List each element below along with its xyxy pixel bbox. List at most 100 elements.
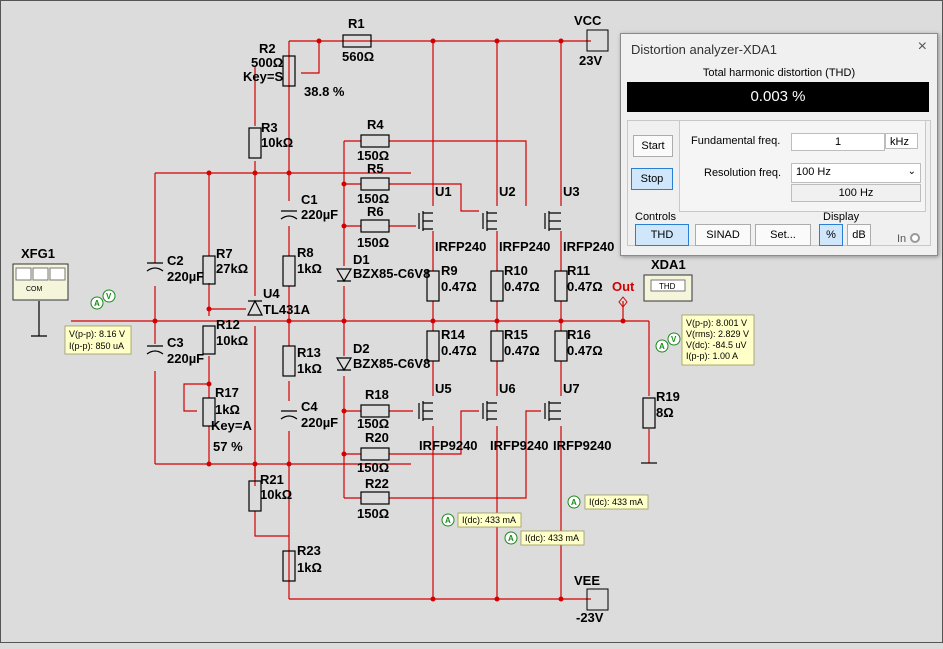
svg-text:57 %: 57 % bbox=[213, 439, 243, 454]
svg-text:220µF: 220µF bbox=[167, 269, 204, 284]
svg-text:1kΩ: 1kΩ bbox=[297, 560, 322, 575]
svg-text:U5: U5 bbox=[435, 381, 452, 396]
component-labels: VCC 23V VEE -23V Out R1 560Ω R2 500Ω Key… bbox=[21, 13, 686, 625]
svg-text:R12: R12 bbox=[216, 317, 240, 332]
svg-text:BZX85-C6V8: BZX85-C6V8 bbox=[353, 266, 430, 281]
svg-text:8Ω: 8Ω bbox=[656, 405, 674, 420]
svg-text:A: A bbox=[571, 498, 577, 507]
svg-text:IRFP9240: IRFP9240 bbox=[419, 438, 478, 453]
function-generator-xfg1[interactable]: COM bbox=[12, 263, 69, 301]
svg-text:R10: R10 bbox=[504, 263, 528, 278]
idc-probe-3: I(dc): 433 mA bbox=[589, 497, 643, 507]
probe-letters: A V A V A A A bbox=[94, 292, 677, 543]
svg-text:150Ω: 150Ω bbox=[357, 460, 389, 475]
distortion-analyzer-window[interactable]: Distortion analyzer-XDA1 × Total harmoni… bbox=[620, 33, 938, 256]
svg-text:150Ω: 150Ω bbox=[357, 506, 389, 521]
fundamental-label: Fundamental freq. bbox=[691, 135, 781, 147]
xda1-face-label: THD bbox=[659, 282, 676, 291]
idc-probe-2: I(dc): 433 mA bbox=[525, 533, 579, 543]
svg-text:23V: 23V bbox=[579, 53, 602, 68]
svg-text:560Ω: 560Ω bbox=[342, 49, 374, 64]
thd-caption: Total harmonic distortion (THD) bbox=[702, 67, 856, 79]
svg-text:0.47Ω: 0.47Ω bbox=[504, 343, 540, 358]
svg-text:0.47Ω: 0.47Ω bbox=[441, 279, 477, 294]
svg-text:A: A bbox=[445, 516, 451, 525]
percent-display-button[interactable]: % bbox=[819, 224, 843, 246]
svg-text:IRFP9240: IRFP9240 bbox=[490, 438, 549, 453]
svg-text:R22: R22 bbox=[365, 476, 389, 491]
svg-text:IRFP240: IRFP240 bbox=[499, 239, 550, 254]
svg-text:0.47Ω: 0.47Ω bbox=[504, 279, 540, 294]
svg-text:R8: R8 bbox=[297, 245, 314, 260]
svg-text:C1: C1 bbox=[301, 192, 318, 207]
svg-text:150Ω: 150Ω bbox=[357, 191, 389, 206]
set-button[interactable]: Set... bbox=[755, 224, 811, 246]
in-terminal-icon[interactable] bbox=[910, 233, 920, 243]
window-title: Distortion analyzer-XDA1 bbox=[631, 42, 777, 57]
close-icon[interactable]: × bbox=[917, 38, 927, 55]
svg-text:Key=A: Key=A bbox=[211, 418, 252, 433]
controls-group-label: Controls bbox=[635, 211, 676, 223]
input-vpp: V(p-p): 8.16 V bbox=[69, 329, 125, 339]
svg-text:TL431A: TL431A bbox=[263, 302, 311, 317]
svg-text:220µF: 220µF bbox=[301, 207, 338, 222]
svg-text:R17: R17 bbox=[215, 385, 239, 400]
svg-text:U7: U7 bbox=[563, 381, 580, 396]
svg-text:VEE: VEE bbox=[574, 573, 600, 588]
resolution-select[interactable]: 100 Hz ⌄ bbox=[791, 163, 921, 183]
probe-tooltips: V(p-p): 8.16 V I(p-p): 850 uA V(p-p): 8.… bbox=[64, 314, 755, 546]
svg-text:R21: R21 bbox=[260, 472, 284, 487]
svg-text:IRFP240: IRFP240 bbox=[435, 239, 486, 254]
ground-symbols bbox=[31, 301, 657, 464]
svg-text:10kΩ: 10kΩ bbox=[216, 333, 248, 348]
in-terminal-label: In bbox=[897, 233, 907, 245]
db-display-button[interactable]: dB bbox=[847, 224, 871, 246]
tl431-symbol bbox=[247, 299, 263, 316]
svg-text:R2: R2 bbox=[259, 41, 276, 56]
output-vrms: V(rms): 2.829 V bbox=[686, 329, 749, 339]
svg-text:0.47Ω: 0.47Ω bbox=[567, 343, 603, 358]
fundamental-unit[interactable]: kHz bbox=[885, 133, 918, 149]
distortion-analyzer-xda1-icon[interactable]: THD bbox=[643, 274, 693, 302]
capacitors bbox=[146, 210, 298, 420]
resolution-readout: 100 Hz bbox=[791, 184, 921, 202]
chevron-down-icon: ⌄ bbox=[907, 166, 916, 177]
svg-text:D2: D2 bbox=[353, 341, 370, 356]
svg-text:R20: R20 bbox=[365, 430, 389, 445]
svg-text:0.47Ω: 0.47Ω bbox=[441, 343, 477, 358]
svg-text:D1: D1 bbox=[353, 252, 370, 267]
output-ipp: I(p-p): 1.00 A bbox=[686, 351, 738, 361]
mosfets bbox=[418, 211, 561, 421]
svg-text:U1: U1 bbox=[435, 184, 452, 199]
svg-text:150Ω: 150Ω bbox=[357, 148, 389, 163]
sinad-mode-button[interactable]: SINAD bbox=[695, 224, 751, 246]
svg-text:IRFP240: IRFP240 bbox=[563, 239, 614, 254]
svg-text:500Ω: 500Ω bbox=[251, 55, 283, 70]
thd-readout: 0.003 % bbox=[627, 82, 929, 112]
svg-text:0.47Ω: 0.47Ω bbox=[567, 279, 603, 294]
svg-text:XFG1: XFG1 bbox=[21, 246, 55, 261]
svg-text:U3: U3 bbox=[563, 184, 580, 199]
svg-text:VCC: VCC bbox=[574, 13, 602, 28]
svg-text:R13: R13 bbox=[297, 345, 321, 360]
resolution-label: Resolution freq. bbox=[704, 167, 782, 179]
thd-mode-button[interactable]: THD bbox=[635, 224, 689, 246]
svg-text:C3: C3 bbox=[167, 335, 184, 350]
svg-text:R14: R14 bbox=[441, 327, 466, 342]
start-button[interactable]: Start bbox=[633, 135, 673, 157]
vcc-terminal[interactable] bbox=[586, 29, 609, 52]
svg-text:BZX85-C6V8: BZX85-C6V8 bbox=[353, 356, 430, 371]
stop-button[interactable]: Stop bbox=[631, 168, 673, 190]
svg-text:R19: R19 bbox=[656, 389, 680, 404]
probe-icons[interactable] bbox=[90, 289, 681, 545]
svg-text:220µF: 220µF bbox=[301, 415, 338, 430]
svg-text:R5: R5 bbox=[367, 161, 384, 176]
svg-text:220µF: 220µF bbox=[167, 351, 204, 366]
vee-terminal[interactable] bbox=[586, 588, 609, 611]
fundamental-input[interactable]: 1 bbox=[791, 133, 885, 151]
resistors bbox=[202, 34, 656, 582]
svg-text:A: A bbox=[94, 299, 100, 308]
svg-text:A: A bbox=[508, 534, 514, 543]
